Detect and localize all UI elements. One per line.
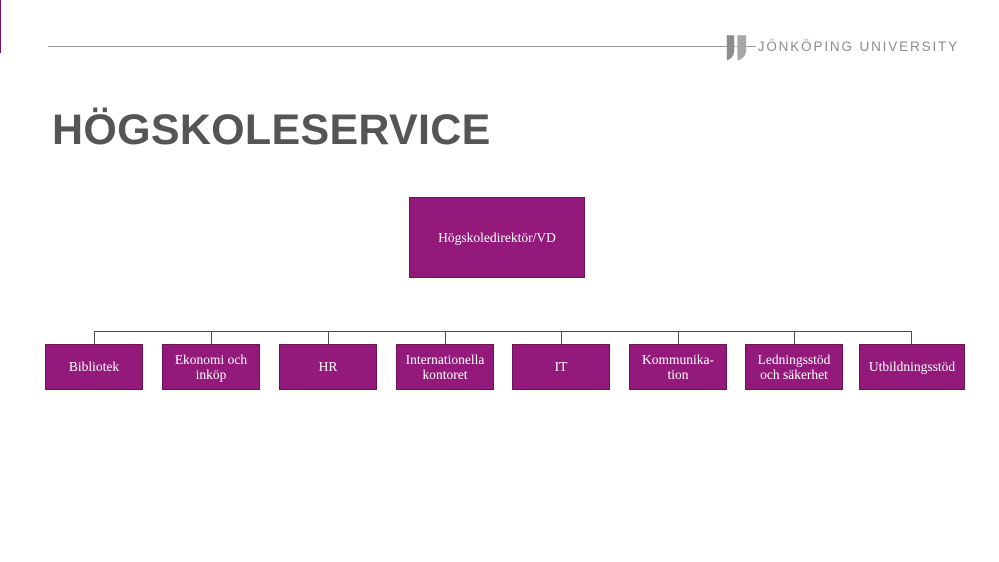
connector-bus-horizontal — [94, 330, 911, 332]
org-node-bibliotek[interactable]: Bibliotek — [45, 344, 143, 390]
org-node-label: Kommunika- tion — [642, 351, 714, 382]
org-node-it[interactable]: IT — [512, 344, 610, 390]
brand-wordmark: JÖNKÖPING UNIVERSITY — [757, 39, 959, 55]
org-node-ekonomi-och-inkop[interactable]: Ekonomi och inköp — [162, 344, 260, 390]
connector-drop-7 — [911, 331, 913, 344]
org-node-label: IT — [554, 359, 568, 375]
org-node-label: Internationella kontoret — [405, 351, 485, 382]
connector-drop-4 — [561, 331, 563, 344]
org-node-label: HR — [318, 359, 338, 375]
org-node-label: Utbildningsstöd — [868, 359, 956, 375]
org-node-label: Ledningsstöd och säkerhet — [757, 351, 831, 382]
page-title: HÖGSKOLESERVICE — [52, 105, 491, 154]
connector-trunk-vertical — [0, 0, 2, 53]
org-node-root-label: Högskoledirektör/VD — [438, 229, 556, 245]
org-node-label: Ekonomi och inköp — [174, 351, 248, 382]
connector-drop-3 — [445, 331, 447, 344]
header-divider — [48, 46, 756, 47]
connector-drop-2 — [328, 331, 330, 344]
org-node-label: Bibliotek — [68, 359, 120, 375]
org-node-ledningsstod-och-sakerhet[interactable]: Ledningsstöd och säkerhet — [745, 344, 843, 390]
org-node-internationella-kontoret[interactable]: Internationella kontoret — [396, 344, 494, 390]
org-node-root[interactable]: Högskoledirektör/VD — [409, 197, 585, 278]
connector-drop-6 — [794, 331, 796, 344]
org-node-hr[interactable]: HR — [279, 344, 377, 390]
connector-drop-1 — [211, 331, 213, 344]
org-node-utbildningsstod[interactable]: Utbildningsstöd — [859, 344, 965, 390]
org-node-kommunikation[interactable]: Kommunika- tion — [629, 344, 727, 390]
connector-drop-5 — [678, 331, 680, 344]
shield-logo-icon — [726, 34, 746, 60]
brand-lockup: JÖNKÖPING UNIVERSITY — [726, 32, 959, 62]
connector-drop-0 — [94, 331, 96, 344]
